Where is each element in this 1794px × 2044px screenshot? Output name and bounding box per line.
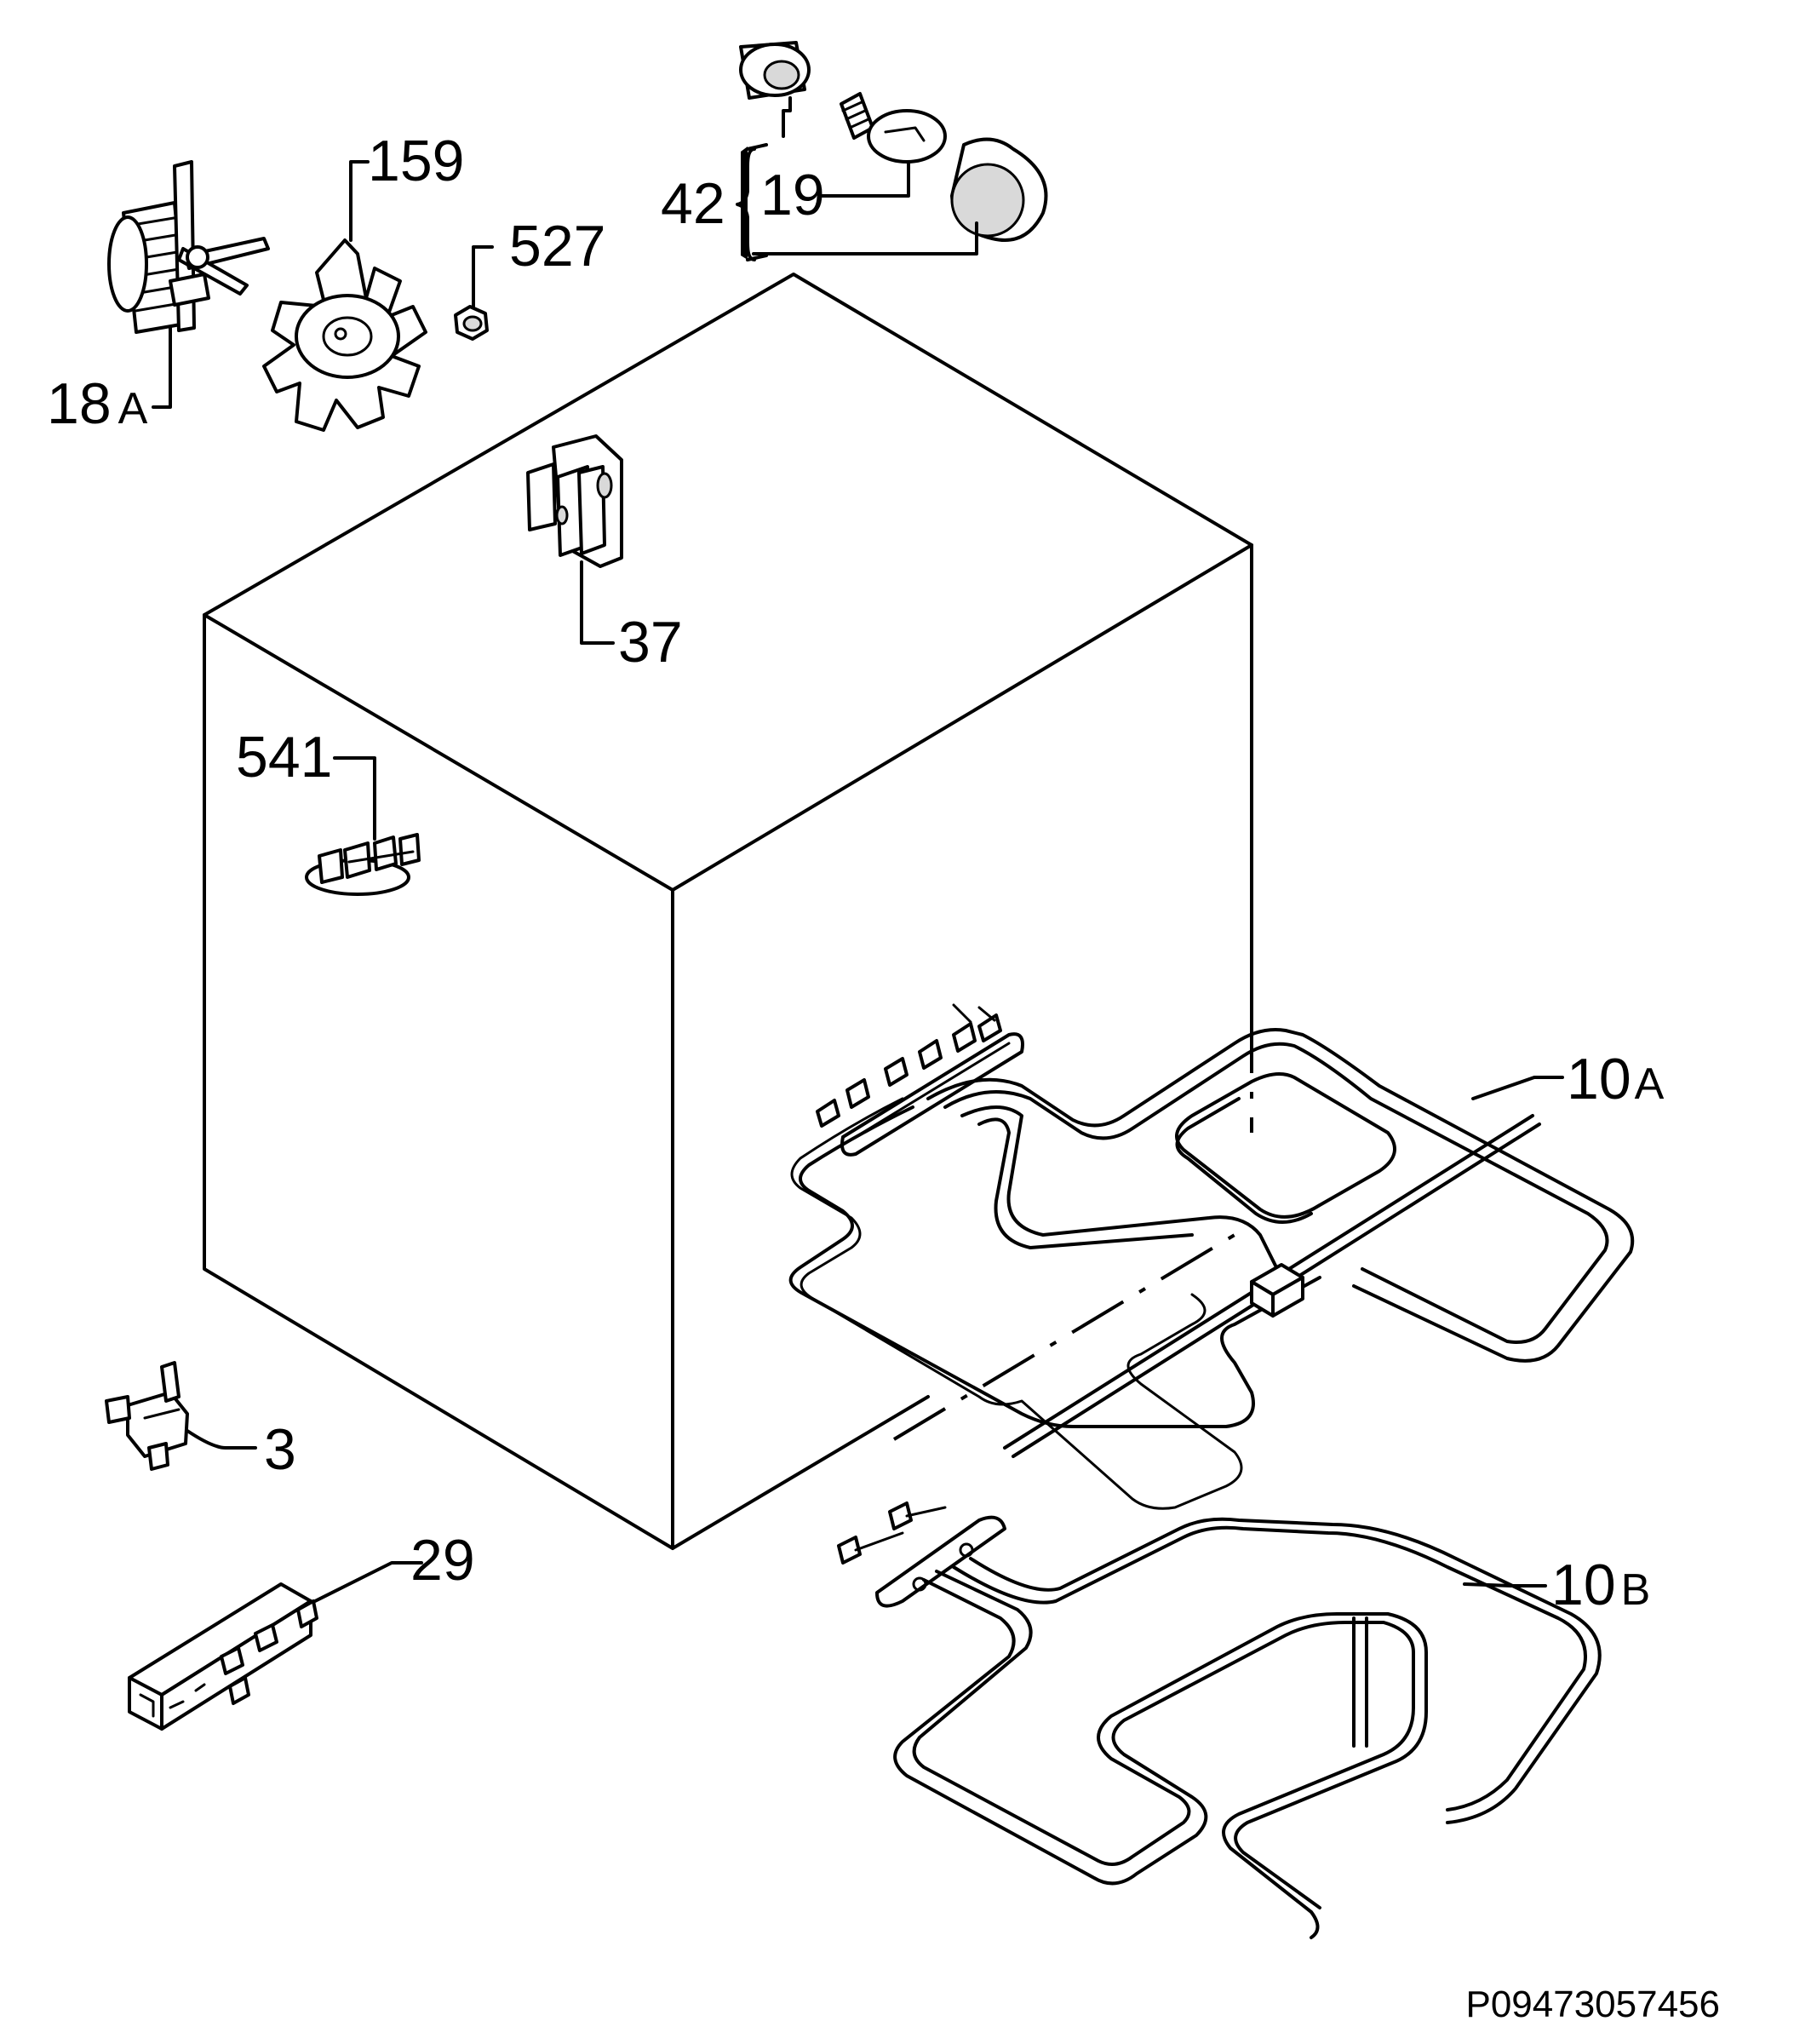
fan-motor-part: [107, 160, 270, 409]
callout-18a-number: 18: [47, 371, 112, 436]
drawing-code: P09473057456: [1465, 1984, 1720, 2025]
lamp-assembly-part: [736, 41, 1048, 261]
callout-10b-number: 10: [1551, 1553, 1616, 1617]
callout-10a-number: 10: [1567, 1047, 1631, 1111]
top-grill-element-part: [788, 1003, 1635, 1510]
callout-10a: 10A: [1567, 1047, 1665, 1111]
bottom-element-part: [837, 1501, 1602, 1939]
thermal-fuse-part: [105, 1361, 257, 1471]
connector-part: [305, 756, 421, 896]
fan-nut-part: [454, 245, 494, 341]
callout-42: 42: [661, 171, 725, 236]
callout-3: 3: [264, 1417, 296, 1482]
callout-10a-suffix: A: [1635, 1059, 1665, 1109]
terminal-block-part: [526, 434, 623, 645]
callout-159: 159: [368, 129, 464, 193]
callout-29: 29: [410, 1528, 475, 1593]
callout-19: 19: [760, 163, 825, 227]
callout-527: 527: [509, 214, 605, 278]
spark-generator-part: [128, 1561, 423, 1731]
fan-blade-part: [262, 160, 427, 432]
callout-10b-suffix: B: [1621, 1565, 1651, 1615]
callout-541: 541: [236, 725, 332, 789]
callout-18a-suffix: A: [118, 384, 148, 433]
callout-37: 37: [618, 610, 683, 675]
oven-cavity-box: [203, 273, 1253, 1550]
